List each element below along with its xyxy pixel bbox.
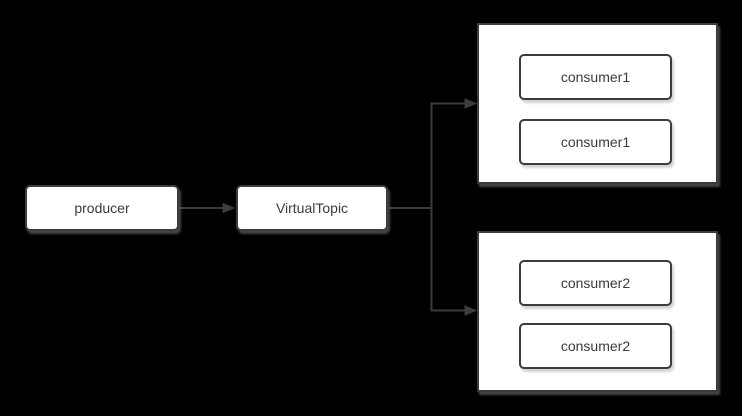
consumer2-label-1: consumer2: [560, 275, 631, 291]
connector-virtualtopic-branch-trunk: [389, 102, 433, 312]
consumer1-label-1: consumer1: [560, 69, 631, 85]
consumer1-label-2: consumer1: [560, 134, 631, 150]
consumer-group-1: consumer1 consumer1: [477, 23, 718, 184]
consumer1-node-2: consumer1: [519, 119, 672, 165]
consumer2-node-1: consumer2: [519, 260, 672, 306]
producer-label: producer: [74, 200, 130, 216]
arrowhead-to-group1-icon: [464, 98, 478, 109]
virtualtopic-label: VirtualTopic: [275, 200, 349, 216]
producer-node: producer: [25, 185, 179, 231]
virtualtopic-node: VirtualTopic: [236, 185, 388, 231]
consumer1-node-1: consumer1: [519, 54, 672, 100]
consumer-group-2: consumer2 consumer2: [477, 231, 718, 392]
arrowhead-to-group2-icon: [464, 305, 478, 316]
arrowhead-to-virtualtopic-icon: [222, 202, 236, 214]
consumer2-node-2: consumer2: [519, 323, 672, 369]
consumer2-label-2: consumer2: [560, 338, 631, 354]
